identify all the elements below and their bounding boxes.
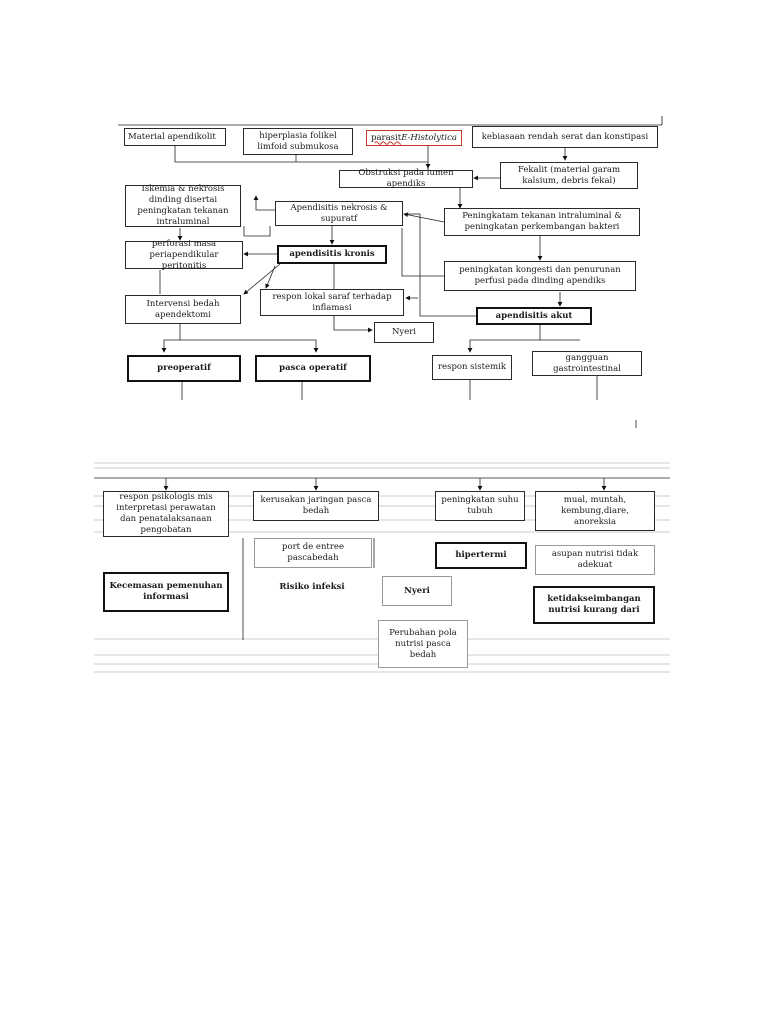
- node-akut: apendisitis akut: [476, 307, 592, 325]
- node-kerusakan: kerusakan jaringan pasca bedah: [253, 491, 379, 521]
- node-port: port de entree pascabedah: [254, 538, 372, 568]
- node-preoperatif: preoperatif: [127, 355, 241, 382]
- node-obstruksi: Obstruksi pada lumen apendiks: [339, 168, 473, 189]
- node-material: Material apendikolit: [124, 128, 226, 146]
- node-respon-lokal: respon lokal saraf terhadap inflamasi: [260, 289, 404, 316]
- node-perubahan: Perubahan pola nutrisi pasca bedah: [378, 620, 468, 668]
- connector: [174, 146, 428, 163]
- node-perforasi: perforasi masa periapendikular peritonit…: [125, 239, 243, 271]
- node-ketidakseimbangan: ketidakseimbangan nutrisi kurang dari: [533, 586, 655, 624]
- node-kronis: apendisitis kronis: [277, 245, 387, 264]
- node-kongesti: peningkatan kongesti dan penurunan perfu…: [444, 261, 636, 291]
- node-asupan: asupan nutrisi tidak adekuat: [535, 545, 655, 575]
- node-pasca-operatif: pasca operatif: [255, 355, 371, 382]
- node-iskemia: Iskemia & nekrosis dinding disertai peni…: [125, 184, 241, 227]
- node-nekrosis: Apendisitis nekrosis & supuratf: [275, 201, 403, 226]
- node-gangguan: gangguan gastrointestinal: [532, 351, 642, 376]
- node-respon-psikologis: respon psikologis mis interpretasi peraw…: [103, 491, 229, 537]
- node-nyeri-top: Nyeri: [374, 322, 434, 343]
- node-kecemasan: Kecemasan pemenuhan informasi: [103, 572, 229, 612]
- node-mual: mual, muntah, kembung,diare, anoreksia: [535, 491, 655, 531]
- node-intervensi: Intervensi bedah apendektomi: [125, 295, 241, 324]
- node-peningkatan-tekanan: Peningkatam tekanan intraluminal & penin…: [444, 208, 640, 236]
- node-respon-sistemik: respon sistemik: [432, 355, 512, 380]
- node-risiko-infeksi: Risiko infeksi: [279, 581, 345, 592]
- node-nyeri-bottom: Nyeri: [382, 576, 452, 606]
- node-kebiasaan: kebiasaan rendah serat dan konstipasi: [472, 126, 658, 148]
- node-hipertermi: hipertermi: [435, 542, 527, 569]
- node-hiperplasia: hiperplasia folikel limfoid submukosa: [243, 128, 353, 155]
- node-fekalit: Fekalit (material garam kalsium, debris …: [500, 162, 638, 189]
- node-peningkatan-suhu: peningkatan suhu tubuh: [435, 491, 525, 521]
